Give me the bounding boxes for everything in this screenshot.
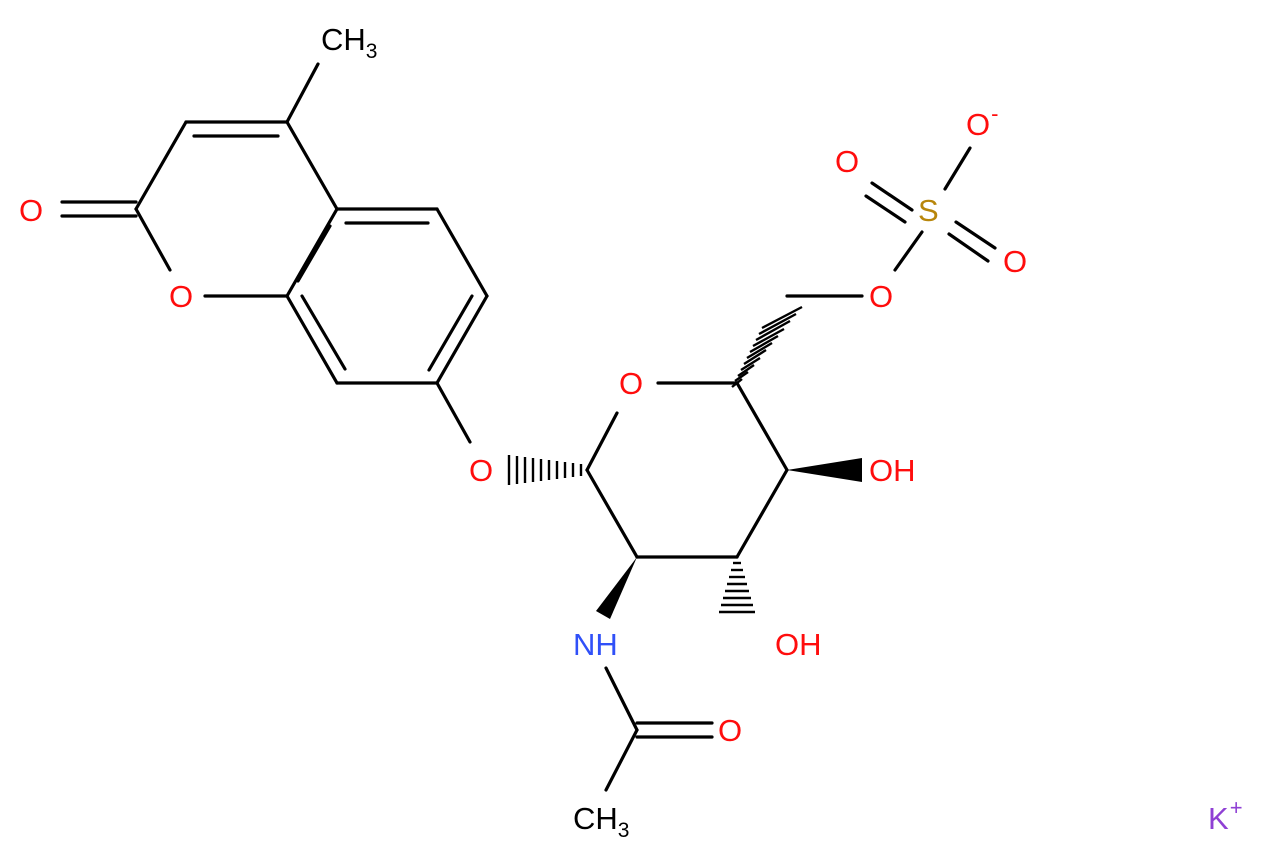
acetyl-oxygen-label: O: [718, 713, 742, 748]
bond-c2-nh-wedge: [596, 557, 637, 619]
bond-s-ominus: [943, 146, 972, 191]
methyl-acetyl-label: CH3: [573, 801, 629, 842]
bond-s-o1-double: [864, 194, 907, 224]
bond-c1-ringo: [585, 411, 619, 472]
bond-c4-c4a: [285, 120, 339, 211]
pyranose-oxygen-label: O: [619, 366, 643, 401]
sulfonyl-oxygen-1-label: O: [835, 144, 859, 179]
bond-c7-ether-o: [435, 381, 472, 444]
bond-c4a-c8a: [285, 207, 339, 298]
bond-s-o1: [870, 181, 914, 212]
atom-labels: CH3 O O O O O S O O O- OH OH NH O CH3 K+: [19, 22, 1243, 842]
bond-c5-c6prime-hashed: [731, 305, 803, 388]
bonds: [60, 62, 997, 792]
methyl-top-label: CH3: [321, 22, 377, 63]
amide-nh-label: NH: [573, 627, 618, 662]
bond-c2-o1: [134, 207, 172, 272]
bond-nh-acyl: [604, 666, 639, 732]
bond-c3-oh-hashed: [719, 561, 755, 614]
hydroxyl-c4-label: OH: [869, 453, 916, 488]
sulfate-ester-oxygen-label: O: [869, 279, 893, 314]
bond-c6-c7-double: [427, 294, 474, 372]
aryl-ether-oxygen-label: O: [469, 453, 493, 488]
sulfonate-anion-oxygen-label: O-: [966, 101, 998, 142]
bond-acyl-methyl: [604, 728, 639, 792]
bond-c2-c1: [585, 468, 639, 559]
bond-c6-c7: [435, 294, 489, 385]
bond-c5-c6: [435, 207, 489, 298]
bond-c4-c3ring: [735, 468, 789, 559]
bond-ester-o-s: [893, 230, 924, 272]
bond-s-o2: [954, 220, 997, 250]
bond-c4a-c8a-double: [296, 224, 332, 283]
potassium-counterion-label: K+: [1208, 795, 1243, 836]
carbonyl-oxygen-label: O: [19, 193, 43, 228]
lactone-ring-oxygen-label: O: [169, 279, 193, 314]
bond-c4-oh-wedge: [787, 458, 862, 482]
sulfur-label: S: [918, 193, 939, 228]
bond-c3-c2: [134, 120, 188, 211]
sulfonyl-oxygen-2-label: O: [1003, 244, 1027, 279]
bond-c5-c4: [735, 381, 789, 472]
bond-c8-c8a: [285, 294, 339, 385]
hydroxyl-c3-label: OH: [775, 627, 822, 662]
bond-s-o2-double: [947, 232, 990, 263]
bond-c4-methyl: [285, 62, 320, 124]
bond-c8-c8a-double: [300, 294, 347, 371]
bond-c1-ether-hashed: [507, 455, 583, 485]
